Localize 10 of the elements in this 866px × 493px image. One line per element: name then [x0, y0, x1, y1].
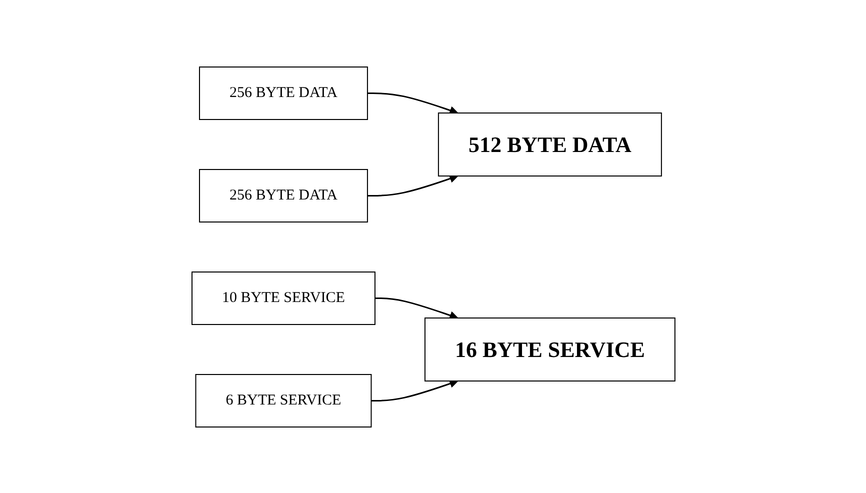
node-box: 512 BYTE DATA [437, 112, 662, 176]
arrow [367, 174, 458, 196]
arrow [374, 297, 458, 320]
node-box: 6 BYTE SERVICE [194, 374, 372, 427]
arrow [370, 378, 458, 401]
node-box: 256 BYTE DATA [198, 168, 368, 222]
node-box: 10 BYTE SERVICE [191, 271, 375, 324]
node-box: 16 BYTE SERVICE [424, 317, 675, 381]
arrow [367, 92, 458, 114]
node-box: 256 BYTE DATA [198, 66, 368, 120]
